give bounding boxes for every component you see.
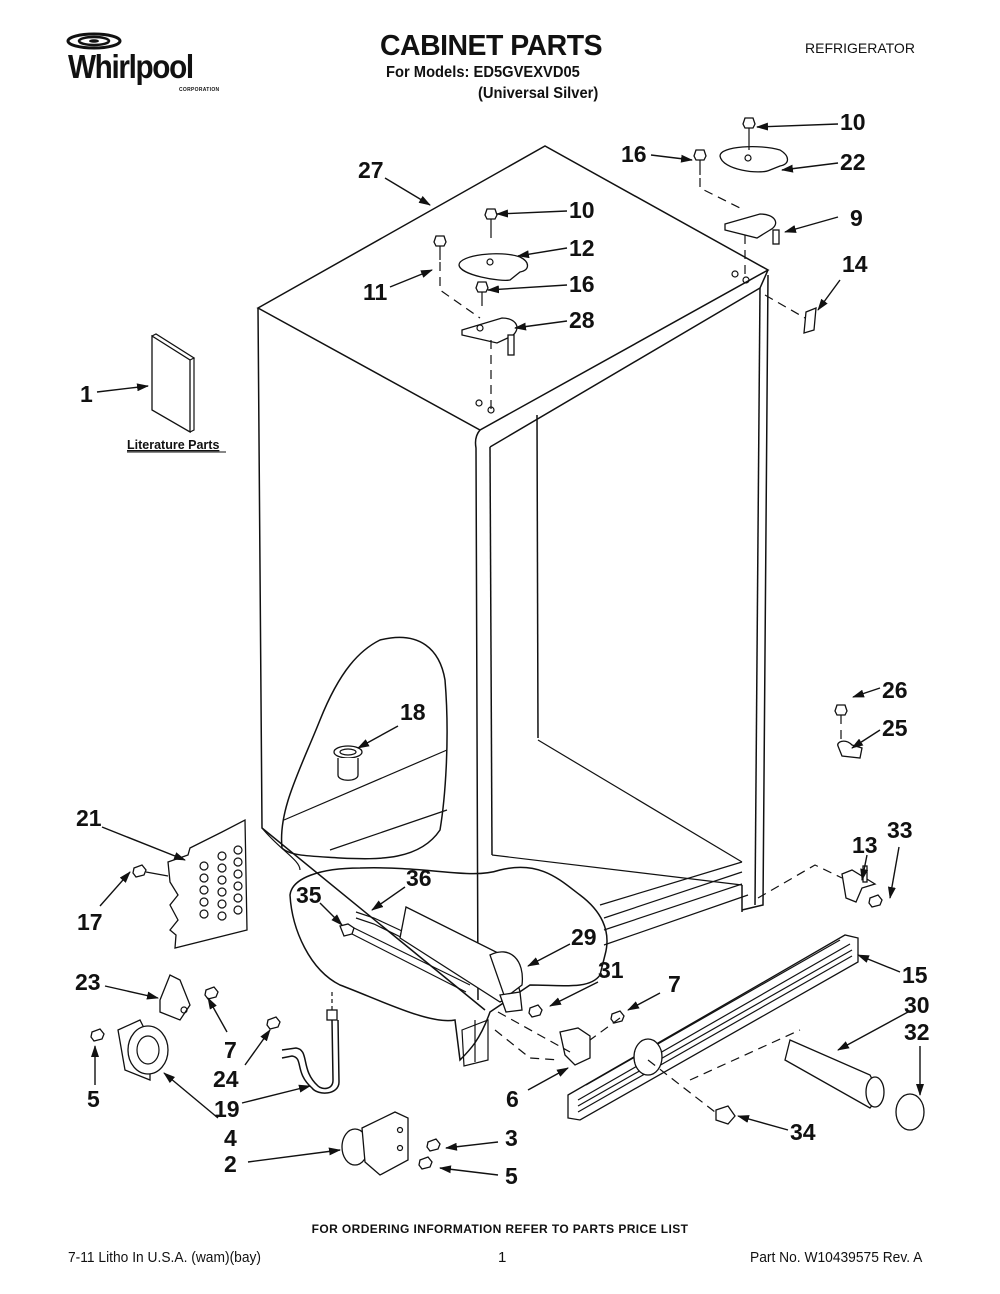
- callout-23: 23: [75, 969, 101, 995]
- callout-4: 4: [224, 1125, 237, 1151]
- callout-1: 1: [80, 381, 93, 407]
- callout-22: 22: [840, 149, 866, 175]
- callout-5-left: 5: [87, 1086, 100, 1112]
- callout-9: 9: [850, 205, 863, 231]
- callout-36: 36: [406, 865, 432, 891]
- callout-30: 30: [904, 992, 930, 1018]
- page-title: CABINET PARTS: [380, 30, 603, 62]
- front-roller-assembly: [90, 1019, 169, 1081]
- callout-25: 25: [882, 715, 908, 741]
- callout-24: 24: [213, 1066, 239, 1092]
- callout-21: 21: [76, 805, 102, 831]
- brand-subtitle: CORPORATION: [179, 87, 220, 93]
- callout-19: 19: [214, 1096, 240, 1122]
- filter-bracket-clip: [494, 1004, 625, 1066]
- callout-10: 10: [569, 197, 595, 223]
- callout-34: 34: [790, 1119, 816, 1145]
- callout-6: 6: [506, 1086, 519, 1112]
- water-filter-cartridge: [715, 1039, 925, 1131]
- whirlpool-logo: Whirlpool CORPORATION: [66, 32, 226, 102]
- top-hinge-right: [693, 117, 817, 334]
- brand-name: Whirlpool: [68, 48, 194, 85]
- roller-bracket-left: [159, 974, 219, 1021]
- callout-7-left: 7: [224, 1037, 237, 1063]
- rear-access-panel: [132, 818, 248, 949]
- callout-14: 14: [842, 251, 868, 277]
- callout-7-right: 7: [668, 971, 681, 997]
- callout-35: 35: [296, 882, 322, 908]
- top-hinge-center: [433, 208, 529, 414]
- callout-leaders: [91, 122, 924, 1176]
- bottom-hinge-assembly: [341, 1111, 441, 1176]
- callout-2: 2: [224, 1151, 237, 1177]
- callout-12: 12: [569, 235, 595, 261]
- callout-33: 33: [887, 817, 913, 843]
- callout-27: 27: [358, 157, 384, 183]
- callout-31: 31: [598, 957, 624, 983]
- literature-parts-label: Literature Parts: [127, 438, 219, 452]
- callout-18: 18: [400, 699, 426, 725]
- callout-26: 26: [882, 677, 908, 703]
- cabinet-shell: [256, 145, 770, 1067]
- callout-16: 16: [569, 271, 595, 297]
- page-number: 1: [498, 1249, 507, 1266]
- callout-5-right: 5: [505, 1163, 518, 1189]
- callout-3: 3: [505, 1125, 518, 1151]
- callout-13: 13: [852, 832, 878, 858]
- swirl-logo-icon: [66, 32, 122, 50]
- callout-29: 29: [571, 924, 597, 950]
- callout-17: 17: [77, 909, 103, 935]
- callout-11: 11: [363, 279, 388, 305]
- callout-15: 15: [902, 962, 928, 988]
- callout-28: 28: [569, 307, 595, 333]
- ordering-note: FOR ORDERING INFORMATION REFER TO PARTS …: [311, 1222, 689, 1236]
- filter-housing-and-tubes: [339, 906, 524, 1013]
- callout-32: 32: [904, 1019, 930, 1045]
- right-hinge-bracket: [757, 704, 883, 908]
- literature-part: [151, 333, 196, 434]
- document-part-number: Part No. W10439575 Rev. A: [750, 1249, 923, 1266]
- drain-grommet: [333, 745, 363, 781]
- litho-info: 7-11 Litho In U.S.A. (wam)(bay): [68, 1249, 262, 1266]
- model-variant: (Universal Silver): [478, 85, 599, 102]
- water-supply-tube: [266, 992, 340, 1094]
- callout-10-right: 10: [840, 109, 866, 135]
- base-grille: [567, 934, 859, 1121]
- models-line: For Models: ED5GVEXVD05: [386, 64, 580, 81]
- category-label: REFRIGERATOR: [805, 40, 915, 56]
- callout-16-right: 16: [621, 141, 647, 167]
